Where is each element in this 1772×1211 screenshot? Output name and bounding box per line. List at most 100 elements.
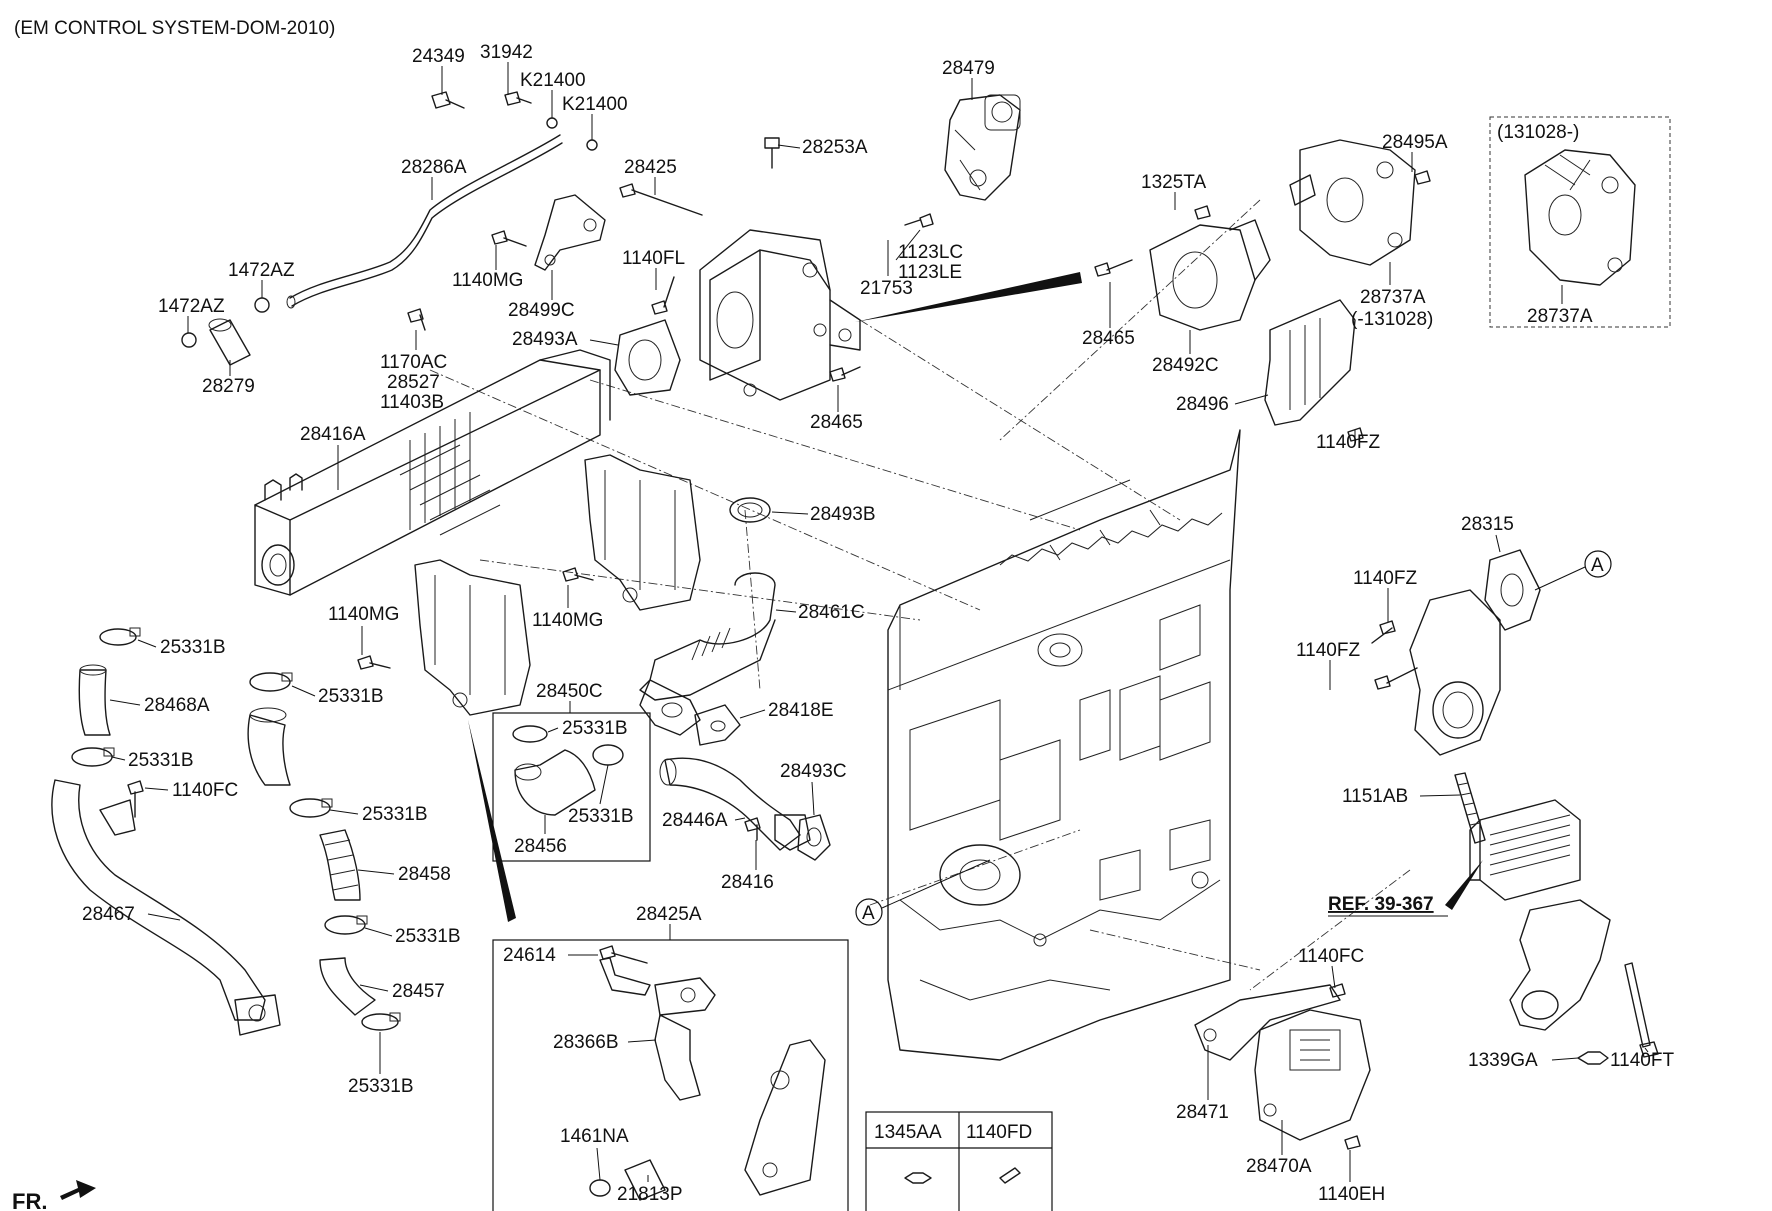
front-arrow-icon	[60, 1180, 96, 1200]
part-label: (-131028)	[1351, 309, 1433, 330]
egr-valve-assembly	[699, 229, 861, 401]
part-label: 28737A	[1527, 306, 1593, 327]
part-label: 1339GA	[1468, 1050, 1538, 1071]
indicator-wedge-1	[855, 272, 1082, 322]
gasket-28493a	[614, 319, 681, 396]
part-label: 28493B	[810, 504, 876, 525]
part-label: 28253A	[802, 137, 868, 158]
part-label: 1151AB	[1342, 786, 1408, 807]
egr-body-28737a	[1289, 139, 1416, 266]
front-marker: FR.	[12, 1180, 96, 1211]
bracket-28471	[1194, 984, 1341, 1061]
part-label: 1472AZ	[158, 296, 225, 317]
part-label: 28366B	[553, 1032, 619, 1053]
callout-a-right-label: A	[1591, 555, 1604, 576]
variant-box	[1489, 116, 1671, 328]
egr-bypass-pipe	[286, 134, 563, 309]
part-label: 1140FL	[622, 248, 685, 269]
part-label: 1325TA	[1141, 172, 1206, 193]
clamp-25331b-b	[249, 672, 293, 692]
gasket-28315	[1484, 549, 1541, 631]
heat-shield-28496	[1264, 299, 1356, 426]
diagram-title: (EM CONTROL SYSTEM-DOM-2010)	[14, 18, 335, 39]
part-labels: 24349 31942 K21400 K21400 28479 28286A 2…	[82, 42, 1674, 1205]
part-label: 25331B	[362, 804, 428, 825]
kit-box-28450c	[492, 712, 651, 862]
part-label: 28458	[398, 864, 451, 885]
egr-valve-body-28492c	[1149, 219, 1271, 331]
reference-label: REF. 39-367	[1328, 894, 1434, 915]
egr-pipe-28461c	[639, 572, 776, 736]
part-label: 28416	[721, 872, 774, 893]
part-label: 28461C	[798, 602, 865, 623]
part-label: 28425A	[636, 904, 702, 925]
callout-a-right: A	[1534, 550, 1612, 591]
variant-label: (131028-)	[1497, 122, 1579, 143]
clamp-25331b-a	[99, 627, 141, 646]
gasket-28493c	[797, 814, 831, 861]
hose-28468a	[78, 664, 111, 736]
part-label: 28425	[624, 157, 677, 178]
part-label: 1170AC	[380, 352, 447, 373]
part-label: 21813P	[617, 1184, 683, 1205]
part-label: K21400	[562, 94, 628, 115]
part-label: 25331B	[562, 718, 628, 739]
part-label: 25331B	[568, 806, 634, 827]
hose-28458	[319, 829, 361, 901]
actuator-28470a	[1254, 1009, 1371, 1141]
part-label: 28495A	[1382, 132, 1448, 153]
gasket-28418e	[694, 704, 741, 746]
part-label: 21753	[860, 278, 913, 299]
part-label: 1140FD	[966, 1122, 1032, 1143]
bracket-28499c	[534, 194, 606, 271]
part-label: 1472AZ	[228, 260, 295, 281]
egr-actuator	[944, 94, 1021, 201]
hose-28457	[319, 957, 376, 1016]
part-label: 28492C	[1152, 355, 1219, 376]
indicator-wedge-3	[468, 720, 516, 922]
part-label: 28470A	[1246, 1156, 1312, 1177]
stud-1151ab	[1454, 772, 1486, 844]
part-label: 25331B	[318, 686, 384, 707]
part-label: 25331B	[160, 637, 226, 658]
indicator-wedge-2	[1445, 860, 1483, 910]
gasket-28493b	[729, 497, 771, 523]
part-label: 28499C	[508, 300, 575, 321]
part-label: 28467	[82, 904, 135, 925]
pipe-28467	[51, 779, 281, 1036]
part-label: 1123LE	[898, 262, 962, 283]
part-label: 28527	[387, 372, 440, 393]
front-marker-label: FR.	[12, 1189, 47, 1211]
part-label: 1345AA	[874, 1122, 942, 1143]
part-label: 28446A	[662, 810, 728, 831]
egr-cooler-right	[1469, 799, 1581, 901]
part-label: K21400	[520, 70, 586, 91]
nut-1339ga	[1577, 1051, 1609, 1065]
cooler-bracket-lower	[414, 559, 531, 716]
part-label: 28416A	[300, 424, 366, 445]
hose-upper-middle	[247, 707, 291, 786]
kit-box-28425a	[492, 939, 849, 1211]
part-label: 24614	[503, 945, 556, 966]
part-label: 25331B	[128, 750, 194, 771]
callout-a-left-label: A	[862, 903, 875, 924]
bolt-1140ft	[1624, 962, 1659, 1058]
part-label: 28286A	[401, 157, 467, 178]
egr-cooler	[254, 349, 611, 596]
part-label: 28279	[202, 376, 255, 397]
part-label: 24349	[412, 46, 465, 67]
part-label: 1140FZ	[1296, 640, 1360, 661]
part-label: 28493C	[780, 761, 847, 782]
part-label: 28450C	[536, 681, 603, 702]
egr-pipe-28446a	[659, 757, 811, 851]
part-label: 28465	[810, 412, 863, 433]
bolts	[127, 91, 1431, 1150]
part-label: 1140FC	[172, 780, 238, 801]
part-label: 28457	[392, 981, 445, 1002]
callout-a-left: A	[855, 859, 991, 926]
part-label: 28465	[1082, 328, 1135, 349]
part-label: 11403B	[380, 392, 444, 413]
part-label: 28456	[514, 836, 567, 857]
part-label: 1140FT	[1610, 1050, 1674, 1071]
part-label: 1140FC	[1298, 946, 1364, 967]
